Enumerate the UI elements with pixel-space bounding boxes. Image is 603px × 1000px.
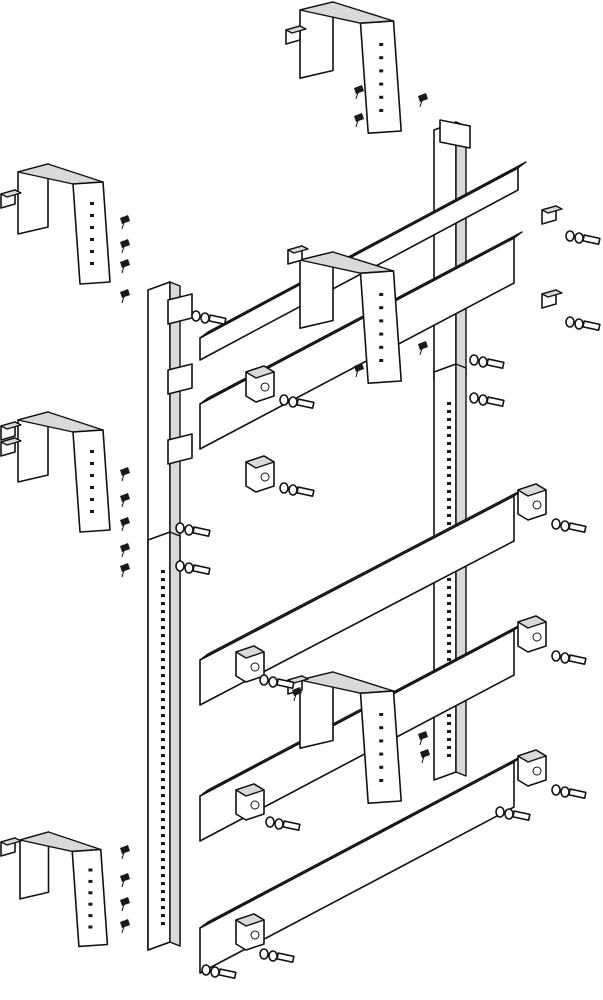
- square-nut-9: [541, 289, 563, 309]
- tap-screw-1: [120, 215, 130, 230]
- tap-screw-4: [120, 289, 130, 304]
- left-rail-notch: [167, 433, 193, 465]
- right-rail-notch: [439, 119, 471, 149]
- screw-13: [259, 674, 295, 690]
- clamp-1: [517, 483, 547, 521]
- tap-screw-13: [120, 919, 130, 934]
- tap-screw-16: [418, 93, 428, 108]
- screw-3: [469, 392, 505, 408]
- busbar-upper: [199, 231, 523, 450]
- tap-screw-15: [354, 113, 364, 128]
- tap-screw-17: [418, 341, 428, 356]
- screw-1: [191, 310, 227, 326]
- screw-15: [259, 948, 295, 964]
- tap-screw-19: [420, 749, 430, 764]
- tap-screw-7: [120, 517, 130, 532]
- screw-7: [565, 316, 601, 332]
- screw-4: [175, 522, 211, 538]
- mounting-brackets: [17, 1, 403, 948]
- clamp-2: [517, 615, 547, 653]
- screw-9: [551, 650, 587, 666]
- clamp-6: [235, 913, 265, 951]
- right-upper-rail: [433, 121, 467, 381]
- tap-screw-10: [120, 845, 130, 860]
- left-rail-notch: [167, 363, 193, 395]
- tap-screw-9: [120, 563, 130, 578]
- clamp-3: [517, 749, 547, 787]
- tap-screw-6: [120, 493, 130, 508]
- square-nut-4: [0, 837, 22, 857]
- clamp-5: [235, 783, 265, 821]
- tap-screw-11: [120, 873, 130, 888]
- square-nut-1: [0, 189, 22, 209]
- clamp-8: [245, 455, 275, 493]
- clamp-4: [235, 645, 265, 683]
- screw-6: [565, 230, 601, 246]
- left-lower-rail: [147, 531, 181, 951]
- left-rail-notch: [167, 293, 193, 325]
- busbar-bottom: [199, 755, 523, 974]
- screw-14: [265, 816, 301, 832]
- screw-10: [551, 784, 587, 800]
- square-nut-2: [0, 421, 22, 441]
- tap-screw-18: [354, 363, 364, 378]
- screw-8: [551, 518, 587, 534]
- tap-screw-5: [120, 467, 130, 482]
- screw-2: [469, 354, 505, 370]
- clamp-7: [245, 365, 275, 403]
- bracket-left-middle: [17, 411, 111, 533]
- square-nut-5: [285, 25, 307, 45]
- screw-5: [175, 560, 211, 576]
- screw-16: [201, 964, 237, 980]
- bracket-top-center: [299, 1, 403, 134]
- square-nuts: [0, 25, 563, 857]
- screw-12: [279, 482, 315, 498]
- tap-screw-20: [418, 731, 428, 746]
- screw-11: [279, 394, 315, 410]
- tap-screw-14: [354, 85, 364, 100]
- bracket-center: [299, 251, 403, 385]
- screw-17: [495, 806, 531, 822]
- tap-screw-12: [120, 897, 130, 912]
- tap-screw-8: [120, 543, 130, 558]
- square-nut-8: [541, 205, 563, 225]
- busbar-middle-1: [199, 489, 523, 706]
- tap-screw-2: [120, 239, 130, 254]
- busbar-clamps: [235, 365, 547, 951]
- tap-screw-21: [292, 687, 302, 702]
- screws-and-washers: [120, 85, 601, 980]
- bracket-left-bottom: [19, 831, 109, 948]
- square-nut-6: [287, 245, 309, 265]
- bracket-left-top: [17, 163, 111, 285]
- tap-screw-3: [120, 259, 130, 274]
- square-nut-3: [0, 437, 22, 457]
- bracket-lower-center: [299, 671, 403, 805]
